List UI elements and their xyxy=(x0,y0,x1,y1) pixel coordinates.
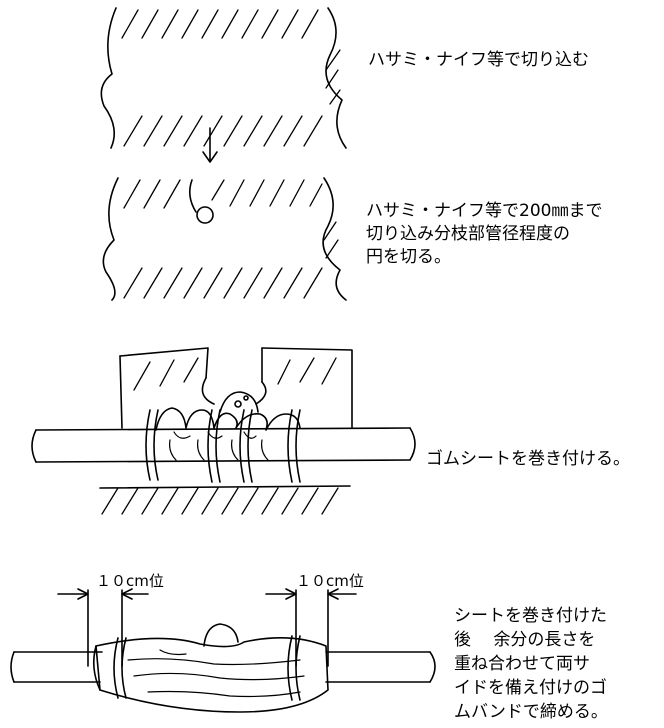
step4-right-band xyxy=(287,635,301,701)
step3-branch-port xyxy=(234,400,242,408)
step3-band xyxy=(145,409,159,481)
step3-main-pipe-bottom xyxy=(35,459,411,463)
step3-left-flap-top xyxy=(119,347,209,379)
step3-left-flap-edge xyxy=(119,355,123,429)
step2-insulation-drawing xyxy=(102,177,347,301)
step4-caption-line: 後 余分の長さを xyxy=(454,630,596,650)
step2-bottom-hatching xyxy=(123,267,323,299)
dimension-left xyxy=(57,588,149,667)
step3-main-pipe-top xyxy=(35,427,411,431)
step4-caption-line: イドを備え付けのゴ xyxy=(454,678,607,698)
step3-branch-pipe xyxy=(219,391,259,413)
dimension-right-label: １０cm位 xyxy=(296,572,364,590)
step3-right-flap xyxy=(261,347,353,429)
step4-branch-bump xyxy=(203,623,239,647)
step3-band xyxy=(287,409,301,483)
step2-right-edge-hatching xyxy=(323,221,339,259)
step2-cut-hole xyxy=(196,206,214,224)
step3-caption: ゴムシートを巻き付ける。 xyxy=(426,449,630,469)
step4-left-band xyxy=(113,637,127,699)
step3-wrapping-drawing xyxy=(31,347,416,515)
step1-top-hatching xyxy=(121,9,319,39)
step2-right-edge xyxy=(322,177,347,301)
step3-band xyxy=(239,409,253,483)
step3-main-pipe-right-end xyxy=(409,427,416,461)
step3-base-line xyxy=(99,485,351,489)
step3-rubber-bands xyxy=(145,409,301,483)
step1-right-edge xyxy=(325,7,347,149)
step3-base-hatching xyxy=(101,487,339,515)
step3-flap-curls xyxy=(201,377,267,405)
step4-pipe-left-end xyxy=(10,651,15,683)
step1-insulation-drawing xyxy=(100,7,347,149)
step2-slit xyxy=(188,179,197,213)
step4-caption: シートを巻き付けた 後 余分の長さを 重ね合わせて両サ イドを備え付けのゴ ムバ… xyxy=(454,604,608,724)
step2-caption-line: ハサミ・ナイフ等で200㎜まで xyxy=(366,201,603,221)
step3-flap-hatching xyxy=(133,357,337,391)
step1-right-edge-hatching xyxy=(325,49,341,105)
step3-rubber-sheet xyxy=(155,407,301,431)
step4-caption-line: ムバンドで締める。 xyxy=(454,702,608,722)
step4-wrapped-sheet xyxy=(95,637,329,713)
step1-caption: ハサミ・ナイフ等で切り込む xyxy=(368,50,589,70)
step4-finished-drawing xyxy=(10,588,436,713)
step2-caption-line: 円を切る。 xyxy=(366,247,451,267)
step4-pipe-right-end xyxy=(429,651,436,683)
step2-caption-line: 切り込み分枝部管径程度の xyxy=(366,224,570,244)
step4-caption-line: 重ね合わせて両サ xyxy=(454,654,590,674)
step3-band xyxy=(207,409,221,483)
step2-caption: ハサミ・ナイフ等で200㎜まで 切り込み分枝部管径程度の 円を切る。 xyxy=(366,200,602,269)
step1-bottom-hatching xyxy=(123,115,323,147)
step2-top-hatching xyxy=(123,179,323,209)
step1-left-edge xyxy=(100,7,117,149)
dimension-right xyxy=(265,588,357,667)
down-arrow-icon xyxy=(202,127,218,163)
step3-main-pipe-left-end xyxy=(31,429,37,463)
step4-caption-line: シートを巻き付けた xyxy=(454,606,607,626)
dimension-left-label: １０cm位 xyxy=(96,572,164,590)
step2-left-edge xyxy=(102,177,119,301)
